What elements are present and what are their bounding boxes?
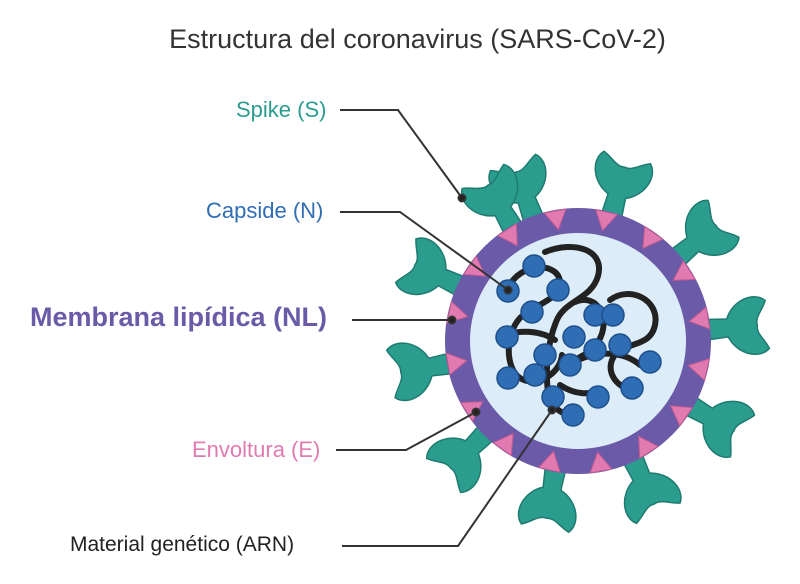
envelope-protein xyxy=(543,208,567,231)
envelope-protein xyxy=(642,225,664,250)
capsid-protein xyxy=(558,353,582,377)
leader-line xyxy=(342,409,553,547)
envelope-protein xyxy=(537,450,561,473)
label-material: Material genético (ARN) xyxy=(70,533,295,556)
capsid-proteins xyxy=(495,254,662,427)
spike-protein xyxy=(385,342,465,402)
label-spike: Spike (S) xyxy=(236,97,327,122)
leader-endpoint xyxy=(471,407,481,417)
envelope-protein xyxy=(638,435,660,460)
envelope-protein xyxy=(669,405,694,427)
envelope-protein xyxy=(445,352,468,376)
capsid-protein xyxy=(496,366,520,390)
capsid-protein xyxy=(541,385,565,409)
capsid-protein xyxy=(583,338,607,362)
envelope-protein xyxy=(688,306,711,330)
spike-protein xyxy=(673,389,756,459)
spike-protein xyxy=(517,454,577,534)
envelope-protein xyxy=(492,432,514,457)
spike-protein xyxy=(616,442,682,525)
spike-protein xyxy=(693,296,771,356)
capsid-protein xyxy=(586,385,610,409)
envelope-protein xyxy=(595,209,619,232)
capsid-protein xyxy=(533,343,557,367)
spike-protein xyxy=(594,150,654,231)
envelope-protein xyxy=(687,358,710,382)
capsid-protein xyxy=(562,325,586,349)
leader-endpoint xyxy=(547,405,557,415)
capsid-protein xyxy=(620,376,644,400)
leader-lines xyxy=(336,109,557,547)
envelope-protein xyxy=(496,222,518,247)
capsid-protein xyxy=(495,325,519,349)
capsid-protein xyxy=(520,300,544,324)
capsid-protein xyxy=(546,278,570,302)
capsid-protein xyxy=(601,303,625,327)
leader-endpoint xyxy=(457,193,467,203)
label-membrana: Membrana lipídica (NL) xyxy=(30,302,328,332)
diagram-title: Estructura del coronavirus (SARS-CoV-2) xyxy=(169,24,666,54)
capsid-protein xyxy=(522,254,546,278)
capsid-protein xyxy=(608,333,632,357)
capsid-protein xyxy=(638,350,662,374)
spike-protein xyxy=(460,163,530,246)
envelope-protein xyxy=(589,451,613,474)
spike-protein xyxy=(394,237,477,303)
leader-line xyxy=(340,109,463,199)
capsid-protein xyxy=(523,363,547,387)
leader-endpoint xyxy=(447,315,457,325)
spike-protein xyxy=(425,415,504,494)
spike-protein xyxy=(660,199,740,275)
envelope-protein xyxy=(672,259,697,281)
leader-line xyxy=(336,411,477,451)
label-capside: Capside (N) xyxy=(206,198,324,223)
leader-line xyxy=(340,211,509,291)
label-envoltura: Envoltura (E) xyxy=(192,437,321,462)
capsid-protein xyxy=(561,403,585,427)
spike-proteins xyxy=(385,150,771,534)
leader-endpoint xyxy=(503,285,513,295)
